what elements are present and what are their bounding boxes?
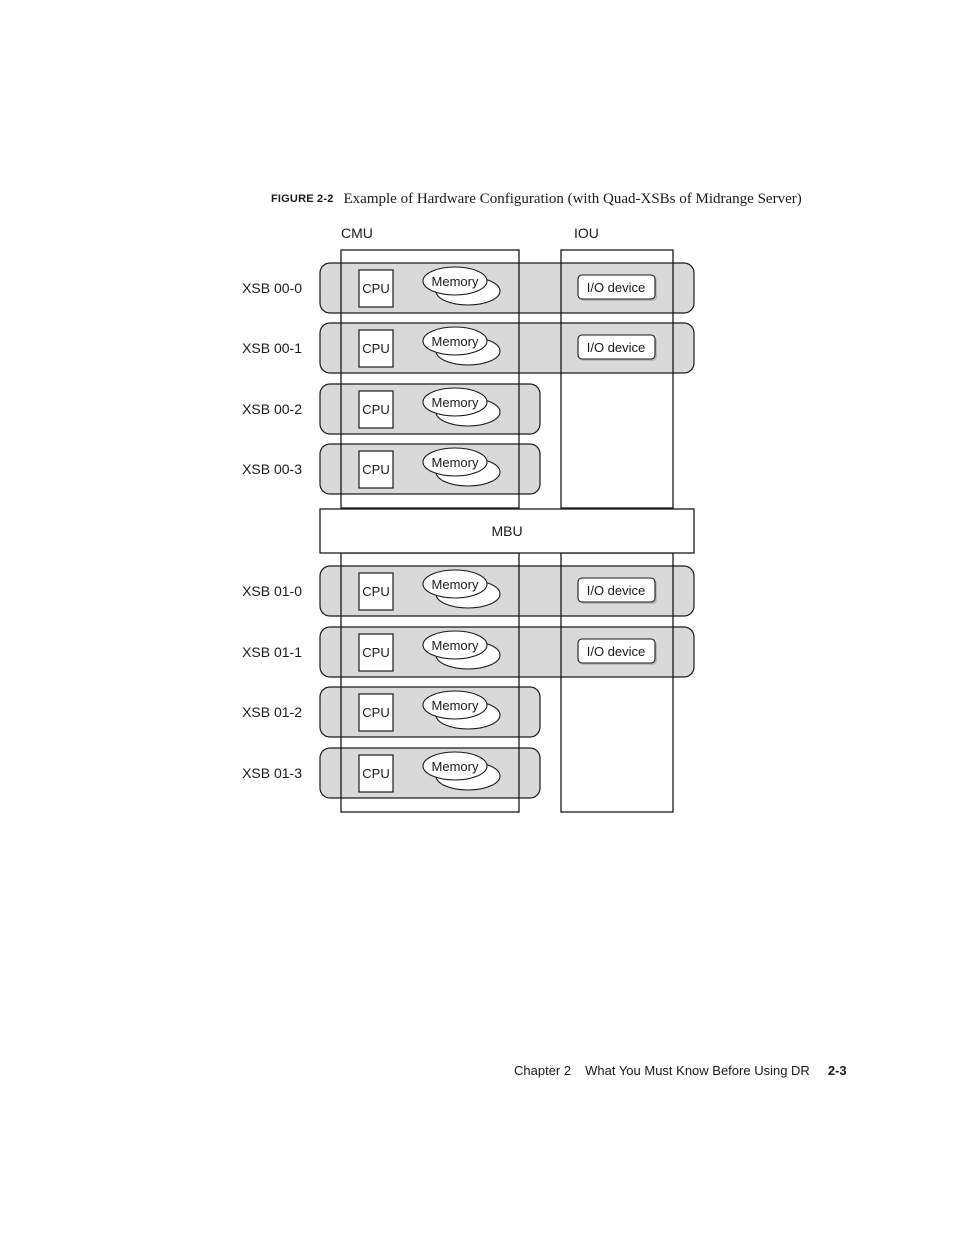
cpu-box — [358, 269, 394, 308]
xsb-label: XSB 00-1 — [242, 340, 302, 356]
cpu-label: CPU — [362, 584, 389, 599]
xsb-label: XSB 01-2 — [242, 704, 302, 720]
memory-label: Memory — [432, 638, 479, 653]
memory-module — [422, 447, 488, 477]
xsb-label: XSB 01-3 — [242, 765, 302, 781]
memory-label: Memory — [432, 274, 479, 289]
xsb-label: XSB 00-3 — [242, 461, 302, 477]
cpu-label: CPU — [362, 645, 389, 660]
footer-chapter: Chapter 2 — [514, 1063, 572, 1078]
memory-module — [422, 630, 488, 660]
cpu-box — [358, 450, 394, 489]
footer-chapter-title: What You Must Know Before Using DR — [585, 1063, 810, 1078]
memory-label: Memory — [432, 334, 479, 349]
memory-module — [422, 569, 488, 599]
page-footer: Chapter 2 What You Must Know Before Using… — [514, 1063, 847, 1078]
figure-caption: FIGURE 2-2 Example of Hardware Configurat… — [271, 190, 802, 208]
io-device-label: I/O device — [587, 340, 646, 355]
xsb-label: XSB 01-0 — [242, 583, 302, 599]
mbu-label: MBU — [491, 523, 522, 539]
xsb-label: XSB 01-1 — [242, 644, 302, 660]
cpu-label: CPU — [362, 281, 389, 296]
xsb-label: XSB 00-2 — [242, 401, 302, 417]
memory-module — [422, 387, 488, 417]
cpu-label: CPU — [362, 402, 389, 417]
memory-module — [422, 690, 488, 720]
cpu-box — [358, 633, 394, 672]
figure-title: Example of Hardware Configuration (with … — [343, 191, 802, 207]
memory-module — [422, 326, 488, 356]
memory-module — [422, 266, 488, 296]
memory-label: Memory — [432, 759, 479, 774]
iou-column-top — [560, 249, 674, 509]
cpu-box — [358, 754, 394, 793]
mbu-box — [319, 508, 695, 554]
cpu-box — [358, 693, 394, 732]
io-device-box — [577, 638, 656, 664]
cpu-label: CPU — [362, 341, 389, 356]
unit-layer: CMU IOU MBU — [319, 225, 695, 813]
figure-label: FIGURE 2-2 — [271, 193, 334, 205]
iou-label: IOU — [574, 225, 599, 241]
cmu-label: CMU — [341, 225, 373, 241]
memory-label: Memory — [432, 577, 479, 592]
cpu-label: CPU — [362, 766, 389, 781]
io-device-box — [577, 274, 656, 300]
cpu-box — [358, 329, 394, 368]
io-device-box — [577, 334, 656, 360]
xsb-label: XSB 00-0 — [242, 280, 302, 296]
io-device-label: I/O device — [587, 280, 646, 295]
cmu-column-top — [340, 249, 520, 509]
memory-label: Memory — [432, 395, 479, 410]
io-device-label: I/O device — [587, 644, 646, 659]
cpu-box — [358, 572, 394, 611]
memory-module — [422, 751, 488, 781]
io-device-label: I/O device — [587, 583, 646, 598]
io-device-box — [577, 577, 656, 603]
memory-label: Memory — [432, 455, 479, 470]
footer-page-number: 2-3 — [827, 1063, 847, 1078]
memory-label: Memory — [432, 698, 479, 713]
cpu-box — [358, 390, 394, 429]
cpu-label: CPU — [362, 462, 389, 477]
cpu-label: CPU — [362, 705, 389, 720]
